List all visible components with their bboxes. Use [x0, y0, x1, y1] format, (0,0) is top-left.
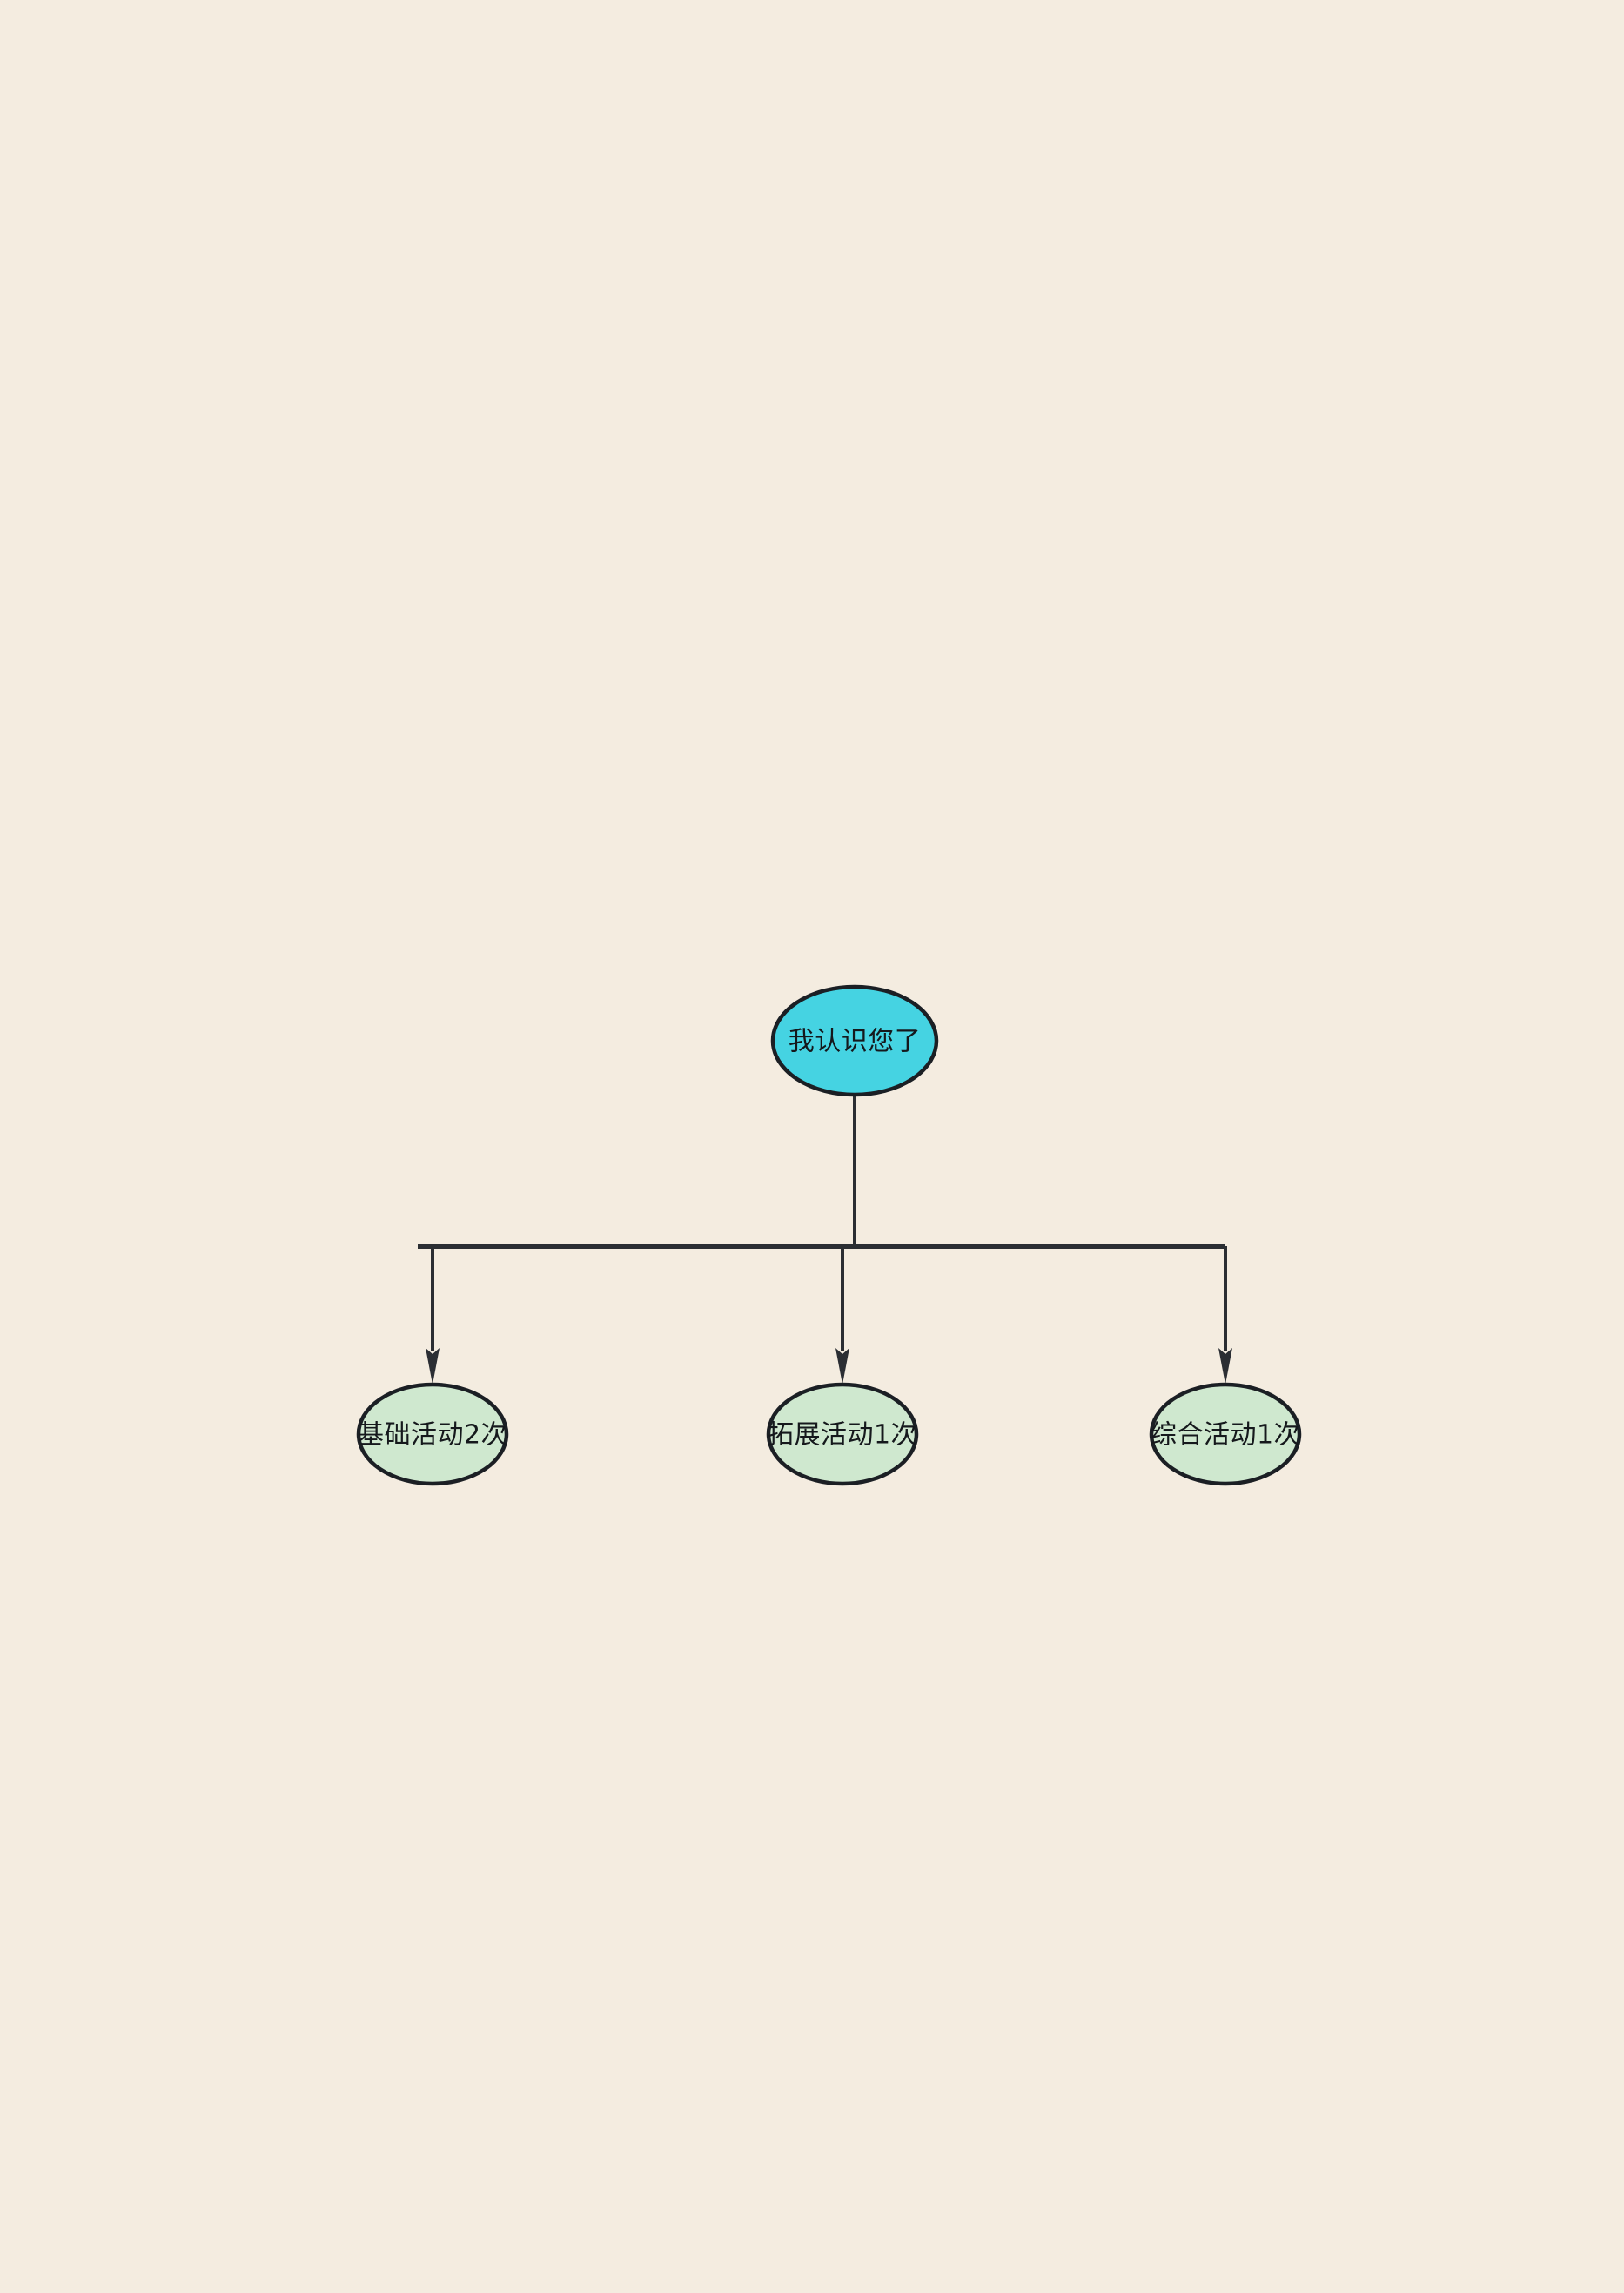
node-child-3-shape[interactable] [1149, 1382, 1302, 1486]
arrow-head-child-3 [1218, 1348, 1232, 1385]
node-child-3[interactable]: 综合活动1次 [1149, 1382, 1302, 1486]
node-root-shape[interactable] [770, 984, 939, 1097]
node-child-3-label: 综合活动1次 [1151, 1420, 1300, 1451]
node-root[interactable]: 我认识您了 [770, 984, 939, 1097]
node-child-2[interactable]: 拓展活动1次 [766, 1382, 919, 1486]
node-child-1-shape[interactable] [356, 1382, 509, 1486]
arrow-head-child-2 [835, 1348, 849, 1385]
arrow-head-child-1 [426, 1348, 440, 1385]
node-child-2-label: 拓展活动1次 [768, 1420, 917, 1451]
node-child-1-label: 基础活动2次 [358, 1420, 507, 1451]
connector-group [418, 1095, 1232, 1385]
node-root-label: 我认识您了 [789, 1027, 922, 1057]
node-child-1[interactable]: 基础活动2次 [356, 1382, 509, 1486]
node-child-2-shape[interactable] [766, 1382, 919, 1486]
